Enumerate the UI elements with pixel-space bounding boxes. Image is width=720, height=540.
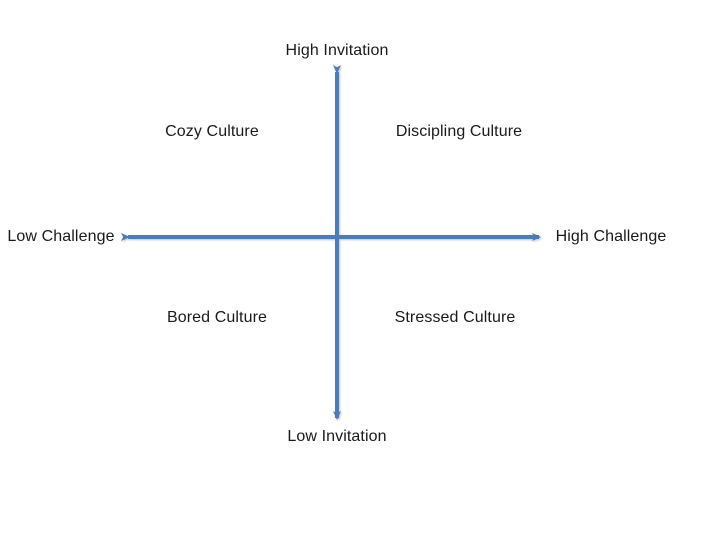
axis-label-low-challenge: Low Challenge	[7, 228, 115, 245]
quadrant-label-cozy-culture: Cozy Culture	[165, 123, 259, 140]
quadrant-label-stressed-culture: Stressed Culture	[394, 309, 516, 326]
axis-label-high-challenge: High Challenge	[555, 228, 667, 245]
quadrant-label-discipling-culture: Discipling Culture	[395, 123, 523, 140]
axis-label-low-invitation: Low Invitation	[287, 428, 387, 445]
quadrant-label-bored-culture: Bored Culture	[166, 309, 268, 326]
axis-label-high-invitation: High Invitation	[285, 42, 389, 59]
